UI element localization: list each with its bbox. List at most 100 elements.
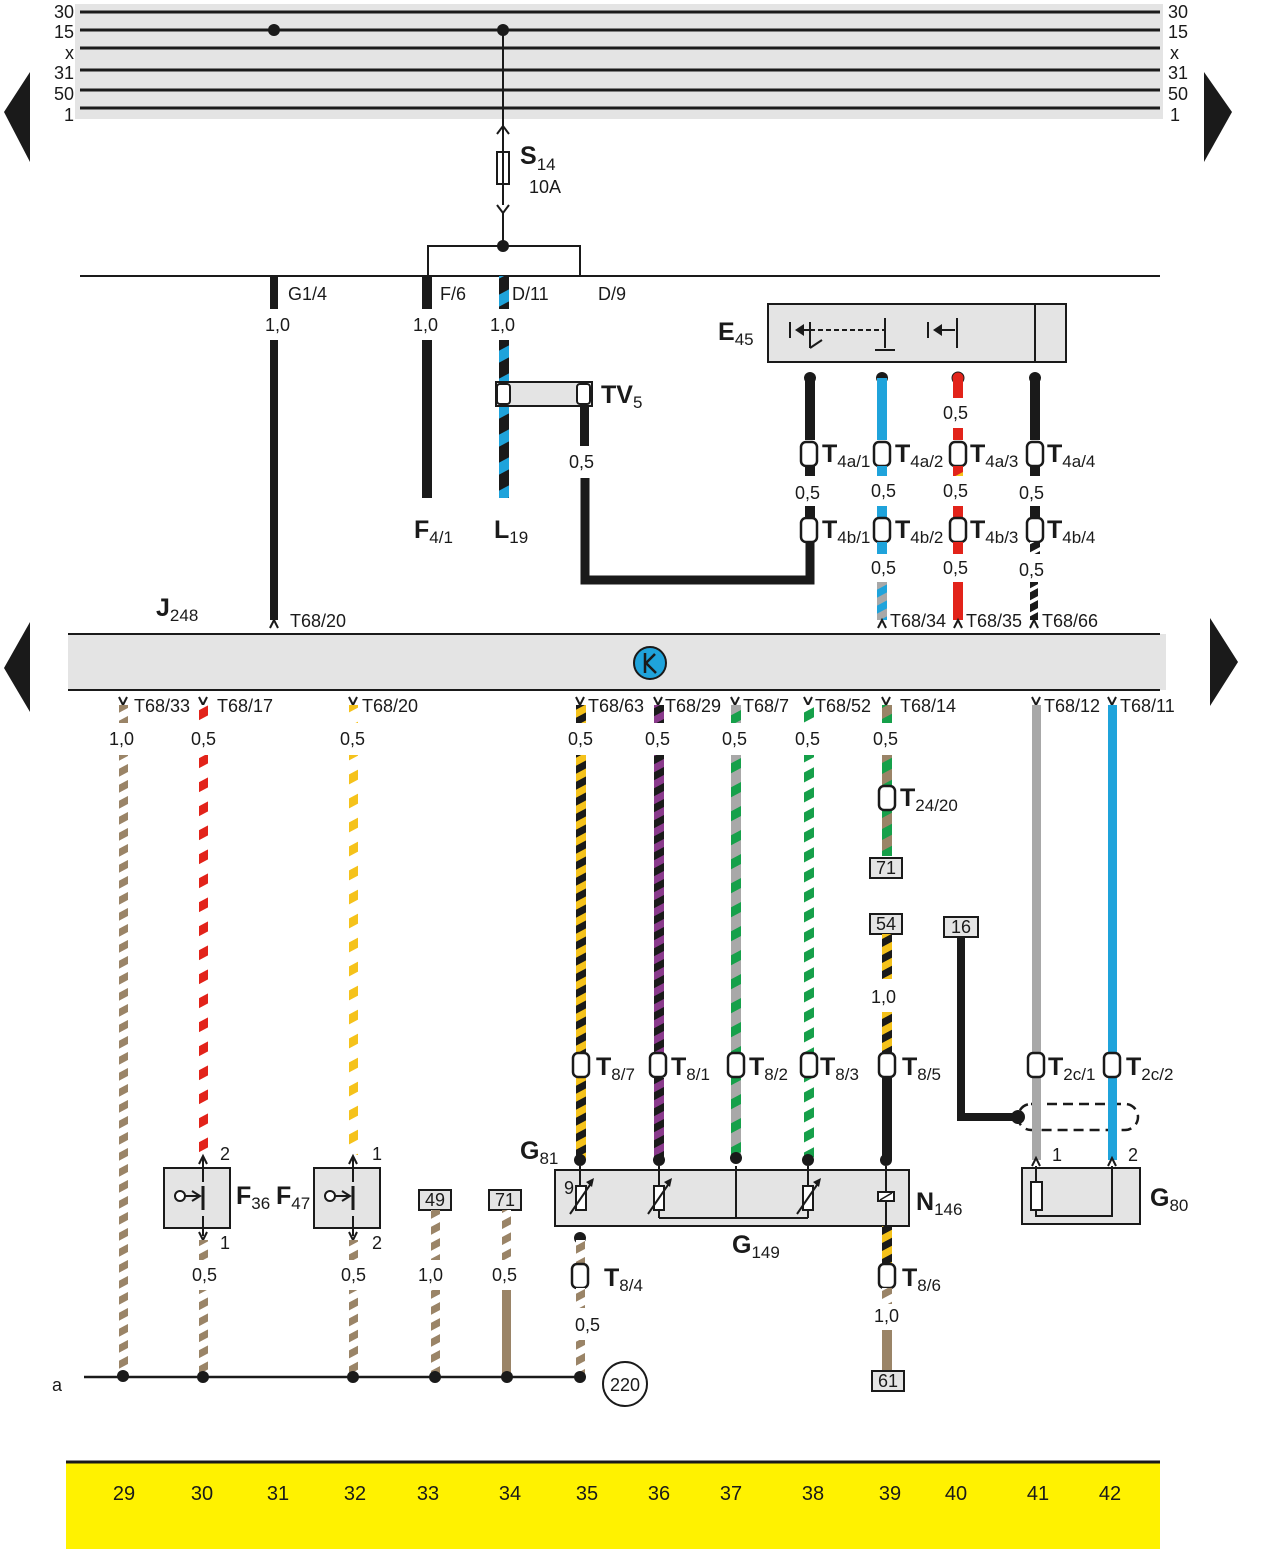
pin-bot-t68-33: T68/33 xyxy=(134,696,190,716)
svg-text:T8/7: T8/7 xyxy=(596,1053,635,1084)
size-t4b-2: 0,5 xyxy=(871,558,896,578)
plug-t8-6-label: T8/6 xyxy=(902,1264,941,1295)
wire-e45-3b xyxy=(953,428,963,440)
wire-e45-3 xyxy=(953,378,963,398)
ref-54: 54 xyxy=(869,913,903,935)
component-g149: G149 xyxy=(732,1231,780,1262)
wire-col29-main xyxy=(119,755,128,1375)
ref-71-top: 71 xyxy=(869,857,903,879)
pin-bot-t68-20: T68/20 xyxy=(362,696,418,716)
size-ref49: 1,0 xyxy=(418,1265,443,1285)
ref-71-bottom: 71 xyxy=(488,1189,522,1211)
size-n146: 1,0 xyxy=(871,987,896,1007)
size-tv5: 0,5 xyxy=(569,452,594,472)
component-g81: G81 xyxy=(520,1137,558,1168)
svg-text:71: 71 xyxy=(495,1190,515,1210)
wire-n146-out xyxy=(882,1226,892,1264)
plug-row-t8: T8/7 T8/1 T8/2 T8/3 T8/5 T2c/1 T2c/2 xyxy=(571,1051,1173,1084)
pin-f36-bot: 1 xyxy=(220,1233,230,1253)
svg-text:220: 220 xyxy=(610,1375,640,1395)
control-unit-j248 xyxy=(68,634,1166,690)
plug-row-t4a: T4a/1 T4a/2 T4a/3 T4a/4 xyxy=(799,440,1095,471)
wire-g81-ground xyxy=(576,1240,585,1264)
size-e45-3: 0,5 xyxy=(943,403,968,423)
bus-label-left-50: 50 xyxy=(54,84,74,104)
component-g80-box: 1 2 xyxy=(1021,1145,1141,1225)
wire-col29 xyxy=(119,705,128,723)
size-t4b-4: 0,5 xyxy=(1019,560,1044,580)
pin-top-t68-20: T68/20 xyxy=(290,611,346,631)
svg-text:71: 71 xyxy=(876,858,896,878)
plug-row-t4b: T4b/1 T4b/2 T4b/3 T4b/4 xyxy=(799,516,1095,547)
column-36: 36 xyxy=(648,1483,670,1505)
component-g80: G80 xyxy=(1150,1184,1188,1215)
wire-col35 xyxy=(576,705,586,723)
plug-t8-4-label: T8/4 xyxy=(604,1264,643,1295)
bus-label-right-30: 30 xyxy=(1168,2,1188,22)
svg-text:T4b/3: T4b/3 xyxy=(970,516,1018,547)
size-col37: 0,5 xyxy=(722,729,747,749)
wire-f-6 xyxy=(422,276,432,309)
nav-arrow-left-top-icon[interactable] xyxy=(4,72,30,162)
svg-text:T4a/3: T4a/3 xyxy=(970,440,1018,471)
svg-text:T8/1: T8/1 xyxy=(671,1053,710,1084)
pin-bot-t68-11: T68/11 xyxy=(1120,696,1175,716)
power-bus: 30 15 x 31 50 1 30 15 x 31 50 1 xyxy=(54,2,1188,125)
size-f36-out: 0,5 xyxy=(192,1265,217,1285)
size-t4-1: 0,5 xyxy=(795,483,820,503)
column-41: 41 xyxy=(1027,1483,1049,1505)
wire-col32-main xyxy=(349,755,358,1155)
wire-l19 xyxy=(499,340,509,498)
nav-arrow-right-mid-icon[interactable] xyxy=(1210,618,1238,706)
size-col32: 0,5 xyxy=(340,729,365,749)
size-g1-4: 1,0 xyxy=(265,315,290,335)
column-40: 40 xyxy=(945,1483,967,1505)
pin-bot-t68-17: T68/17 xyxy=(217,696,273,716)
nav-arrow-left-mid-icon[interactable] xyxy=(4,622,30,712)
wire-g1-4-lower xyxy=(270,340,278,620)
nav-arrow-right-top-icon[interactable] xyxy=(1204,72,1232,162)
component-j248: J248 xyxy=(156,594,198,625)
pin-f47-top: 1 xyxy=(372,1144,382,1164)
ref-220[interactable]: 220 xyxy=(602,1361,648,1407)
ref-61: 61 xyxy=(871,1370,905,1392)
ref-16: 16 xyxy=(943,916,979,938)
column-31: 31 xyxy=(267,1483,289,1505)
wire-col37-main xyxy=(731,755,741,1053)
size-col35: 0,5 xyxy=(568,729,593,749)
component-n146: N146 xyxy=(916,1188,962,1219)
column-38: 38 xyxy=(802,1483,824,1505)
pin-bot-t68-7: T68/7 xyxy=(743,696,789,716)
column-34: 34 xyxy=(499,1483,521,1505)
connector-d-11: D/11 xyxy=(512,284,549,304)
bus-label-left-15: 15 xyxy=(54,22,74,42)
wire-n146 xyxy=(882,934,892,979)
switch-f47: 1 2 xyxy=(313,1144,382,1253)
component-f36: F36 xyxy=(236,1182,270,1213)
bus-label-left-x: x xyxy=(65,43,74,63)
plug-t8-4 xyxy=(570,1262,590,1290)
wire-e45-4 xyxy=(1030,378,1040,440)
svg-text:TV5: TV5 xyxy=(601,381,642,412)
pin-g81-9: 9 xyxy=(564,1178,574,1198)
column-37: 37 xyxy=(720,1483,742,1505)
size-t4b-3: 0,5 xyxy=(943,558,968,578)
svg-text:T4a/1: T4a/1 xyxy=(822,440,870,471)
plug-t8-6 xyxy=(877,1262,897,1290)
size-ref71: 0,5 xyxy=(492,1265,517,1285)
bus-label-right-15: 15 xyxy=(1168,22,1188,42)
size-col38: 0,5 xyxy=(795,729,820,749)
svg-text:61: 61 xyxy=(878,1371,898,1391)
pin-top-t68-35: T68/35 xyxy=(966,611,1022,631)
wire-col39 xyxy=(882,705,892,723)
svg-text:T4b/1: T4b/1 xyxy=(822,516,870,547)
fuse-rating: 10A xyxy=(529,177,561,197)
pin-bot-t68-52: T68/52 xyxy=(815,696,871,716)
bus-label-right-1: 1 xyxy=(1170,105,1180,125)
transistor-symbol-icon xyxy=(633,646,667,680)
bus-label-right-50: 50 xyxy=(1168,84,1188,104)
wire-tv5-to-e45 xyxy=(580,478,815,585)
svg-text:T4a/4: T4a/4 xyxy=(1047,440,1095,471)
column-29: 29 xyxy=(113,1483,135,1505)
wire-g1-4 xyxy=(270,276,278,309)
